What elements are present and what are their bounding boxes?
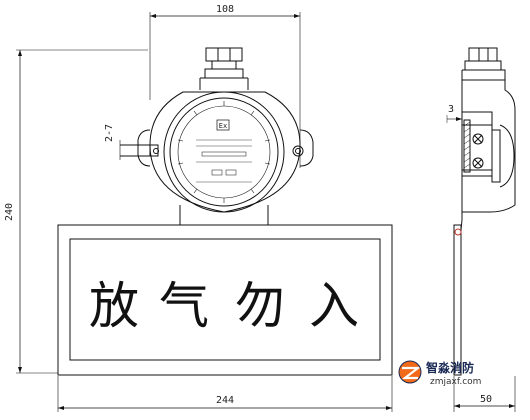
watermark-logo-icon — [398, 360, 422, 384]
dim-label-108: 108 — [216, 4, 234, 15]
dimension-left — [16, 49, 148, 374]
dim-label-3: 3 — [448, 104, 454, 115]
dim-label-244: 244 — [216, 395, 234, 406]
sign-text: 放 气 勿 入 — [89, 277, 359, 335]
dim-label-2-7: 2-7 — [104, 124, 115, 142]
watermark-name: 智淼消防 — [425, 360, 474, 375]
dim-label-240: 240 — [4, 203, 15, 221]
side-view — [446, 47, 516, 412]
sign-panel — [57, 224, 393, 376]
gauge-logo: Ex — [219, 122, 227, 130]
gauge-dial — [163, 91, 285, 213]
dim-label-50: 50 — [480, 394, 492, 405]
sign-char-3: 勿 — [235, 277, 285, 335]
dimension-top — [149, 12, 301, 168]
side-hatching — [463, 121, 471, 169]
front-view — [16, 12, 393, 412]
cable-gland-top — [199, 47, 249, 90]
side-marker-dot — [454, 228, 462, 236]
sign-char-2: 气 — [159, 277, 209, 335]
watermark: 智淼消防 zmjaxf.com — [398, 360, 481, 387]
sign-char-1: 放 — [89, 277, 139, 335]
dimension-bottom — [57, 376, 393, 412]
watermark-url: zmjaxf.com — [430, 377, 481, 387]
sign-char-4: 入 — [309, 277, 359, 335]
